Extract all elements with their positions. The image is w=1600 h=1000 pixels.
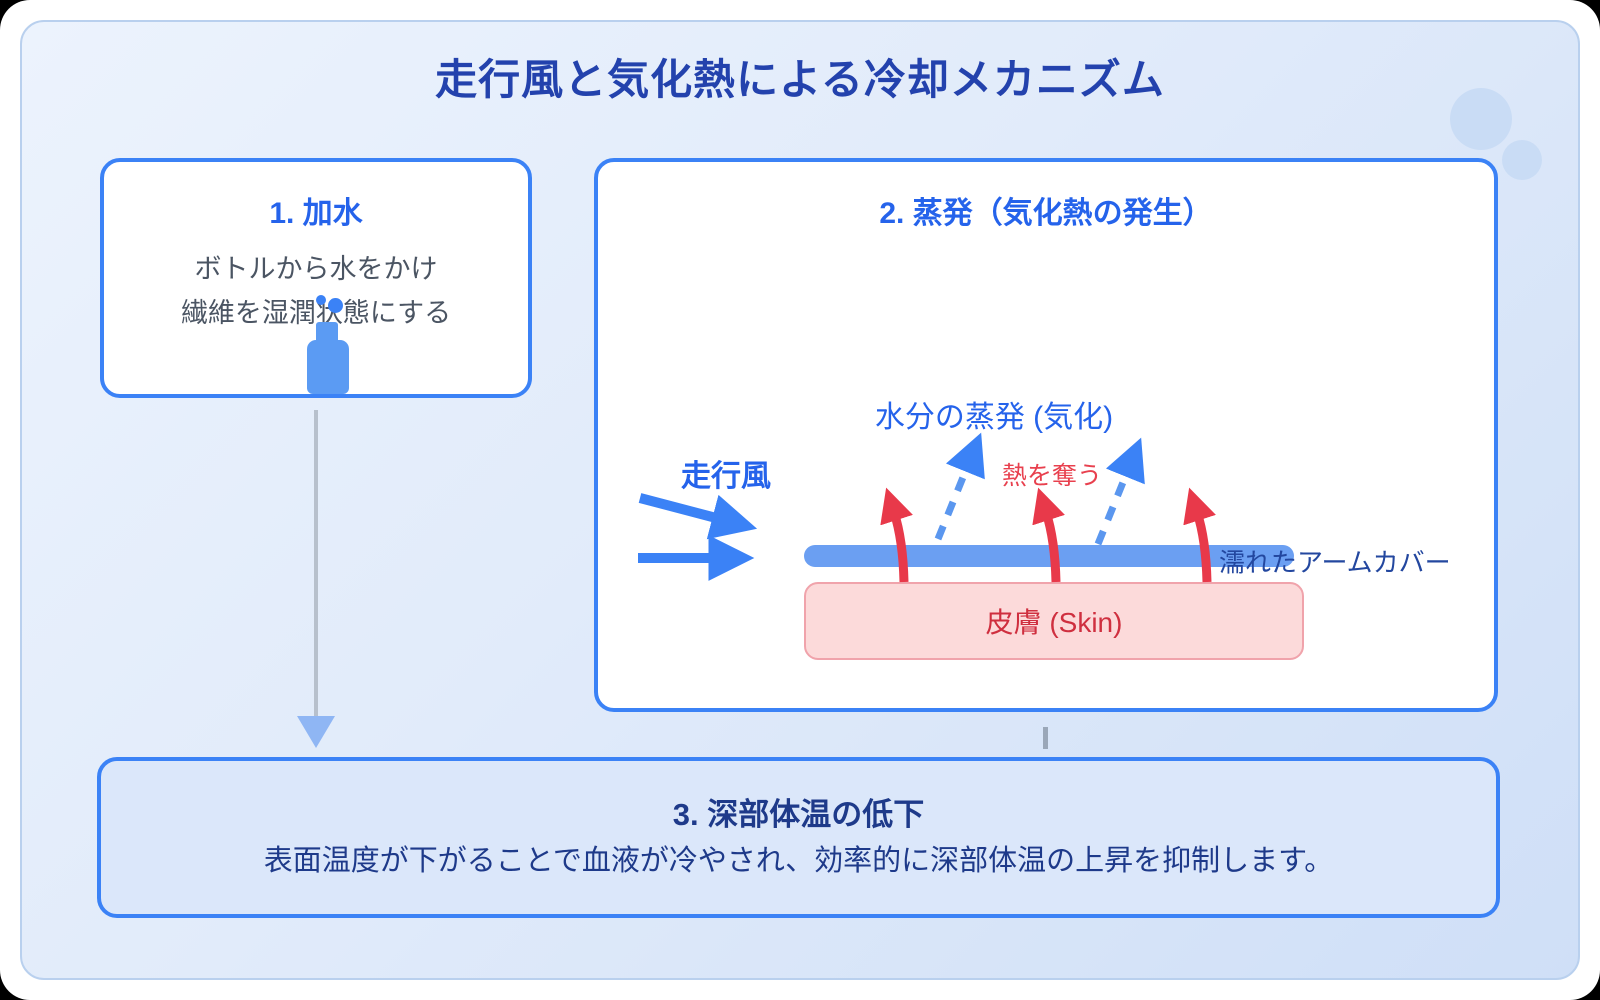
step3-description: 表面温度が下がることで血液が冷やされ、効率的に深部体温の上昇を抑制します。: [263, 845, 1334, 877]
evaporation-diagram: [638, 432, 1216, 583]
wind-label: 走行風: [681, 460, 771, 493]
page-title: 走行風と気化熱による冷却メカニズム: [435, 56, 1165, 103]
heat-arrow-icon: [1032, 487, 1065, 583]
wet-armcover-bar: [804, 545, 1294, 567]
step1-box: 1. 加水 ボトルから水をかけ 繊維を湿潤状態にする: [100, 158, 532, 398]
wind-arrow-icon: [638, 493, 758, 540]
step2-step3-connector: [1043, 727, 1048, 749]
step3-box: 3. 深部体温の低下 表面温度が下がることで血液が冷やされ、効率的に深部体温の上…: [97, 757, 1500, 918]
evaporation-arrow-icon: [934, 432, 985, 541]
evaporation-label: 水分の蒸発 (気化): [874, 401, 1114, 434]
step2-box: 2. 蒸発（気化熱の発生） 皮膚 (Skin): [594, 158, 1498, 712]
heat-arrow-icon: [880, 487, 913, 583]
water-drop-icon: [328, 298, 343, 313]
evaporation-arrow-icon: [1094, 437, 1145, 546]
skin-box: 皮膚 (Skin): [804, 582, 1304, 660]
step1-description: ボトルから水をかけ 繊維を湿潤状態にする: [104, 248, 528, 335]
step1-line1: ボトルから水をかけ: [194, 254, 438, 284]
heat-arrow-icon: [1183, 487, 1216, 583]
wet-armcover-label: 濡れたアームカバー: [1219, 547, 1451, 578]
step1-heading: 1. 加水: [269, 197, 363, 230]
decorative-bubble-icon: [1502, 140, 1542, 180]
down-arrow-connector-head-icon: [297, 716, 335, 748]
heat-removal-label: 熱を奪う: [1001, 462, 1103, 490]
skin-label: 皮膚 (Skin): [985, 607, 1123, 638]
water-drop-icon: [316, 295, 326, 305]
down-arrow-connector-line: [314, 410, 318, 716]
step3-heading: 3. 深部体温の低下: [672, 797, 925, 832]
decorative-bubble-icon: [1450, 88, 1512, 150]
step2-heading: 2. 蒸発（気化熱の発生）: [879, 197, 1213, 230]
